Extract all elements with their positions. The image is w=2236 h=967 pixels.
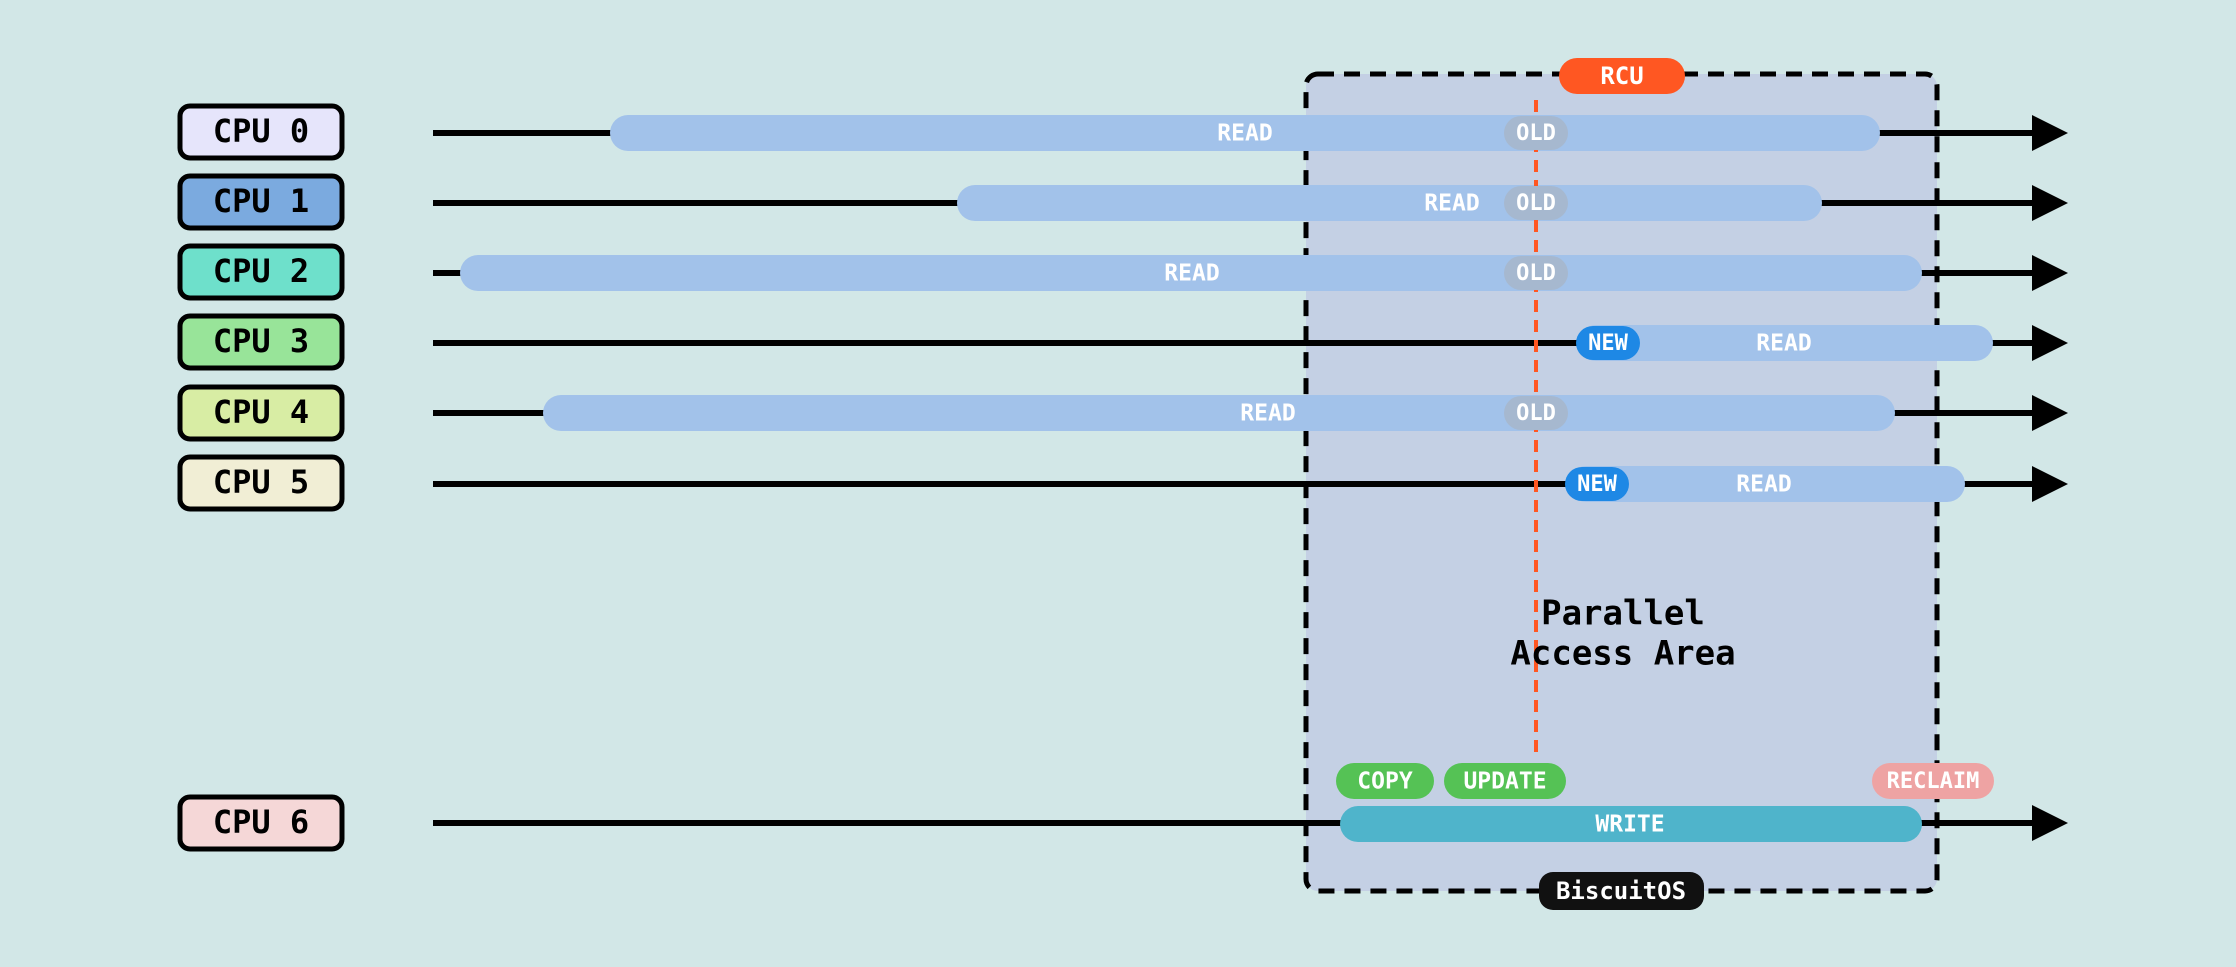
new-badge-label-cpu-5: NEW (1577, 472, 1617, 497)
cpu-labels: CPU 0 CPU 1 CPU 2 CPU 3 CPU 4 CPU 5 CPU … (177, 103, 345, 852)
area-label-line-1: Parallel (1541, 594, 1705, 634)
read-bar-cpu-5 (1568, 466, 1965, 502)
old-badge-label-cpu-1: OLD (1516, 191, 1556, 216)
old-badge-cpu-0 (1504, 116, 1568, 150)
cpu-5-label: CPU 5 (213, 463, 309, 501)
read-label-cpu-4: READ (1240, 401, 1295, 427)
new-badge-label-cpu-3: NEW (1588, 331, 1628, 356)
read-bar-cpu-4 (543, 395, 1895, 431)
cpu-6-box (177, 794, 345, 852)
update-badge (1444, 763, 1566, 799)
cpu-1-box (177, 173, 345, 231)
reclaim-badge-label: RECLAIM (1887, 769, 1980, 794)
old-badge-cpu-2 (1504, 256, 1568, 290)
copy-badge-label: COPY (1357, 769, 1413, 795)
area-label-line-2: Access Area (1510, 634, 1735, 674)
copy-badge (1336, 763, 1434, 799)
cpu-6-label: CPU 6 (213, 803, 309, 841)
update-badge-label: UPDATE (1463, 769, 1546, 795)
read-label-cpu-1: READ (1424, 191, 1479, 217)
read-bar-cpu-1 (957, 185, 1822, 221)
cpu-3-label: CPU 3 (213, 322, 309, 360)
old-badge-label-cpu-4: OLD (1516, 401, 1556, 426)
read-label-cpu-3: READ (1756, 331, 1811, 357)
cpu-2-label: CPU 2 (213, 252, 309, 290)
footer-badge (1539, 872, 1704, 910)
write-bar (1340, 806, 1922, 842)
cpu-1-label: CPU 1 (213, 182, 309, 220)
rcu-badge-label: RCU (1600, 62, 1643, 90)
new-badge-cpu-3 (1576, 326, 1640, 360)
reclaim-badge (1872, 763, 1994, 799)
cpu-3-box (177, 313, 345, 371)
read-label-cpu-0: READ (1217, 121, 1272, 147)
footer-badge-label: BiscuitOS (1556, 877, 1686, 905)
cpu-5-box (177, 454, 345, 512)
old-badge-label-cpu-2: OLD (1516, 261, 1556, 286)
old-badge-label-cpu-0: OLD (1516, 121, 1556, 146)
old-badge-cpu-1 (1504, 186, 1568, 220)
write-bar-label: WRITE (1595, 812, 1664, 838)
cpu-4-label: CPU 4 (213, 393, 309, 431)
read-label-cpu-2: READ (1164, 261, 1219, 287)
rcu-badge (1559, 58, 1685, 94)
new-badge-cpu-5 (1565, 467, 1629, 501)
cpu-0-label: CPU 0 (213, 112, 309, 150)
old-badge-cpu-4 (1504, 396, 1568, 430)
cpu-0-box (177, 103, 345, 161)
read-label-cpu-5: READ (1736, 472, 1791, 498)
read-bar-cpu-3 (1578, 325, 1993, 361)
cpu-2-box (177, 243, 345, 301)
version-badges: OLD OLD OLD NEW OLD NEW (1504, 116, 1640, 501)
cpu-4-box (177, 384, 345, 442)
